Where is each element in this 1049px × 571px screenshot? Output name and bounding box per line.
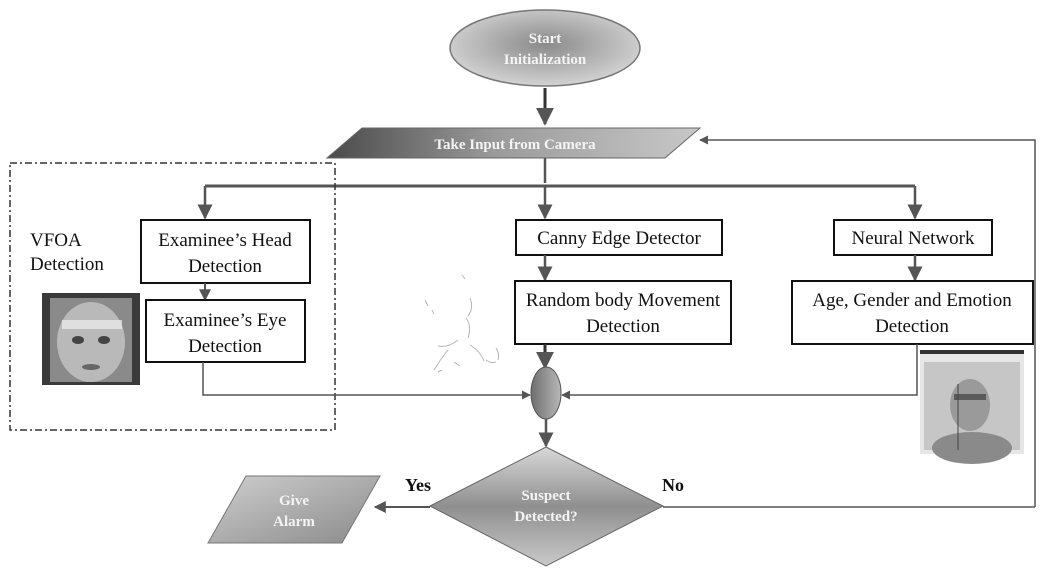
arrow-age-junction [561,344,918,400]
edge-sketch [424,274,500,373]
no-label: No [662,475,684,495]
start-line2: Initialization [504,52,587,68]
face-image-right [920,350,1024,464]
alarm-line1: Give [279,493,309,509]
arrow-loop-back [699,135,1036,507]
eye-line2: Detection [188,336,262,357]
movement-line1: Random body Movement [526,290,721,311]
eye-detection-box: Examinee’s Eye Detection [145,299,306,363]
canny-box: Canny Edge Detector [515,219,723,256]
age-line2: Detection [875,316,949,337]
decision-line1: Suspect [521,488,570,504]
neural-box: Neural Network [833,219,993,256]
vfoa-line2: Detection [30,254,104,275]
vfoa-line1: VFOA [30,230,82,251]
alarm-line2: Alarm [273,514,315,530]
age-gender-emotion-box: Age, Gender and Emotion Detection [791,280,1034,345]
head-line1: Examinee’s Head [158,230,292,251]
eye-line1: Examinee’s Eye [164,310,287,331]
yes-label: Yes [405,475,431,495]
neural-label: Neural Network [852,228,975,249]
input-label: Take Input from Camera [434,137,596,153]
vfoa-region [9,162,336,431]
decision-line2: Detected? [514,509,577,525]
age-line1: Age, Gender and Emotion [812,290,1012,311]
input-node: Take Input from Camera [325,127,702,159]
start-line1: Start [529,31,562,47]
start-node: Start Initialization [449,9,641,87]
head-line2: Detection [188,256,262,277]
face-image-left [42,293,140,385]
head-detection-box: Examinee’s Head Detection [140,219,311,284]
movement-box: Random body Movement Detection [514,280,732,345]
decision-node: Suspect Detected? [428,446,665,567]
canny-label: Canny Edge Detector [537,228,701,249]
arrow-eye-junction [202,362,531,400]
merge-junction [530,366,562,420]
alarm-node: Give Alarm [207,475,381,544]
movement-line2: Detection [586,316,660,337]
